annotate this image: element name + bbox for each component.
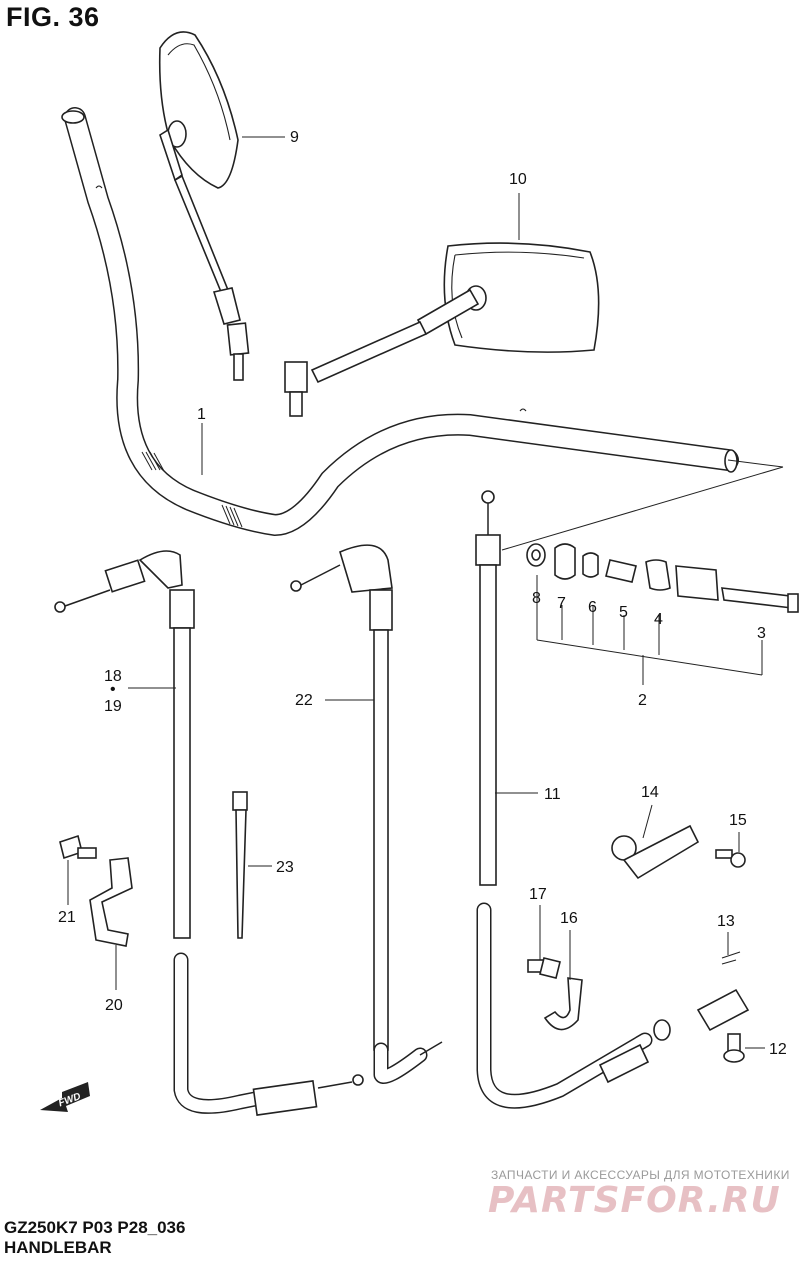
tie-band-part-23[interactable]	[232, 791, 248, 939]
callout-10: 10	[509, 171, 527, 188]
bar-end-parts-2-to-8[interactable]	[526, 543, 799, 613]
bolt-part-12[interactable]	[723, 1033, 745, 1063]
callout-21: 21	[58, 909, 76, 926]
callout-20: 20	[105, 997, 123, 1014]
callout-labels: 9 10 1 8 7 6 5 4 3 2 11 18 • 19 22 23 21…	[58, 129, 787, 1058]
clutch-cable-part-18-19[interactable]	[54, 550, 364, 1116]
screw-part-15[interactable]	[715, 849, 746, 868]
watermark-tagline: ЗАПЧАСТИ И АКСЕССУАРЫ ДЛЯ МОТОТЕХНИКИ	[491, 1168, 790, 1182]
callout-9: 9	[290, 129, 299, 146]
bracket-part-14[interactable]	[611, 824, 700, 880]
callout-23: 23	[276, 859, 294, 876]
clamp-part-16[interactable]	[543, 977, 583, 1031]
callout-19: 19	[104, 698, 122, 715]
callout-17: 17	[529, 886, 547, 903]
fwd-label: FWD	[57, 1091, 82, 1109]
callout-12: 12	[769, 1041, 787, 1058]
callout-5: 5	[619, 604, 628, 621]
callout-8: 8	[532, 590, 541, 607]
callout-7: 7	[557, 595, 566, 612]
fwd-arrow-icon: FWD	[40, 1082, 90, 1112]
pin-part-13[interactable]	[721, 951, 741, 965]
callout-13: 13	[717, 913, 735, 930]
bolt-part-21[interactable]	[59, 834, 97, 860]
watermark-brand: PARTSFOR.RU	[488, 1180, 781, 1221]
callout-18-19-separator: •	[110, 681, 116, 698]
figure-title: FIG. 36	[6, 2, 100, 32]
bolt-part-17[interactable]	[527, 957, 561, 979]
callout-18: 18	[104, 668, 122, 685]
cable-part-22[interactable]	[290, 544, 443, 1084]
diagram-code: GZ250K7 P03 P28_036	[4, 1218, 186, 1237]
diagram-name: HANDLEBAR	[4, 1238, 112, 1257]
callout-22: 22	[295, 692, 313, 709]
leader-lines	[67, 136, 784, 1049]
callout-1: 1	[197, 406, 206, 423]
callout-16: 16	[560, 910, 578, 927]
callout-15: 15	[729, 812, 747, 829]
callout-14: 14	[641, 784, 659, 801]
callout-6: 6	[588, 599, 597, 616]
handlebar-part-1[interactable]	[61, 107, 739, 536]
callout-2: 2	[638, 692, 647, 709]
clamp-part-20[interactable]	[89, 857, 133, 947]
mirror-left-part-9[interactable]	[158, 31, 250, 381]
callout-11: 11	[544, 786, 561, 803]
callout-4: 4	[654, 611, 663, 628]
throttle-cable-part-11[interactable]	[475, 490, 750, 1109]
mirror-right-part-10[interactable]	[284, 242, 600, 417]
callout-3: 3	[757, 625, 766, 642]
